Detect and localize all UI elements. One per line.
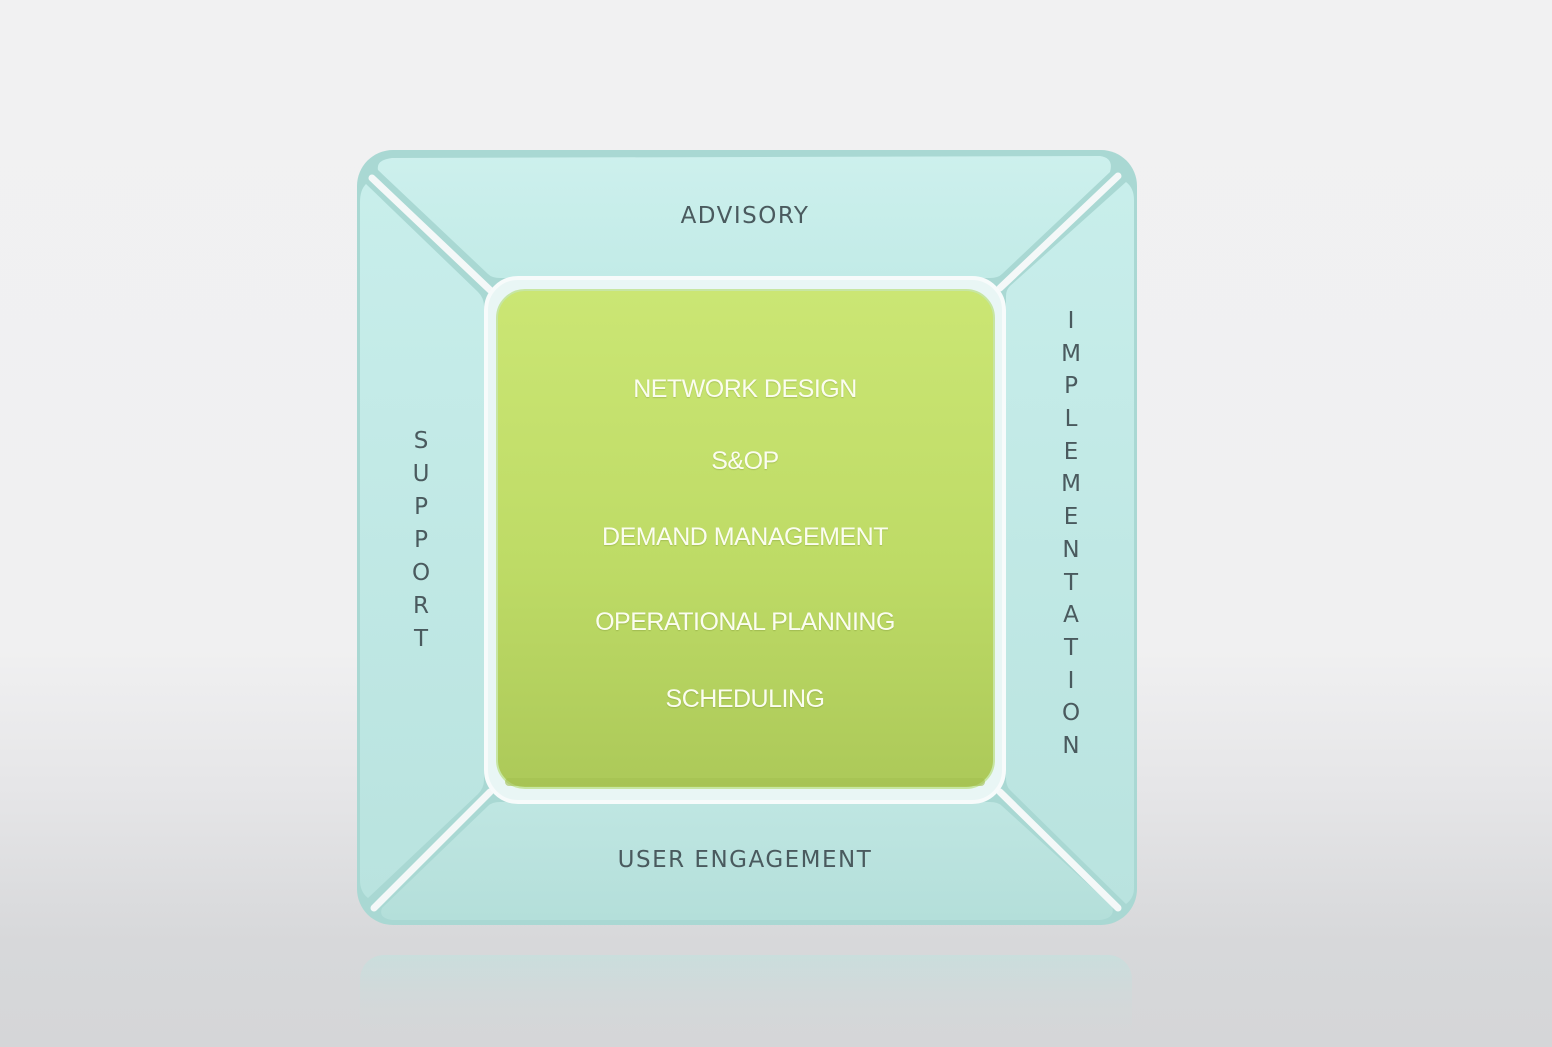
core-panel — [496, 289, 995, 789]
vertical-letter: R — [413, 593, 429, 619]
vertical-letter: O — [411, 560, 431, 586]
vertical-letter: I — [1067, 308, 1075, 334]
vertical-letter: N — [1062, 732, 1080, 759]
vertical-letter: U — [412, 461, 430, 487]
user-engagement-label: USER ENGAGEMENT — [617, 847, 873, 873]
vertical-letter: O — [1061, 700, 1081, 727]
vertical-letter: L — [1064, 406, 1078, 433]
vertical-letter: M — [1061, 340, 1081, 367]
vertical-letter: P — [1064, 373, 1078, 400]
vertical-letter: A — [1063, 602, 1079, 629]
vertical-letter: P — [414, 527, 428, 553]
vertical-letter: P — [414, 494, 428, 520]
vertical-letter: T — [1063, 569, 1079, 596]
panel-user-engagement — [381, 802, 1113, 920]
core-item-network-design: NETWORK DESIGN — [633, 375, 857, 403]
vertical-letter: E — [1063, 438, 1079, 465]
vertical-letter: M — [1061, 471, 1081, 498]
reflection — [360, 955, 1132, 1047]
panel-implementation — [1006, 182, 1134, 904]
panel-support — [360, 184, 484, 898]
vertical-letter: I — [1067, 667, 1075, 694]
core-item-operational-planning: OPERATIONAL PLANNING — [595, 608, 895, 636]
core-item-sop: S&OP — [711, 447, 779, 475]
vertical-letter: E — [1063, 504, 1079, 531]
core-item-scheduling: SCHEDULING — [665, 685, 825, 713]
panel-separators — [368, 172, 1122, 912]
vertical-letter: T — [413, 626, 429, 652]
advisory-label: ADVISORY — [680, 203, 810, 229]
core-item-demand-management: DEMAND MANAGEMENT — [602, 523, 888, 551]
core-bottom-edge — [505, 778, 985, 786]
vertical-letter: N — [1062, 536, 1080, 563]
vertical-letter: S — [413, 428, 429, 454]
panel-advisory — [377, 156, 1111, 278]
vertical-letter: T — [1063, 634, 1079, 661]
